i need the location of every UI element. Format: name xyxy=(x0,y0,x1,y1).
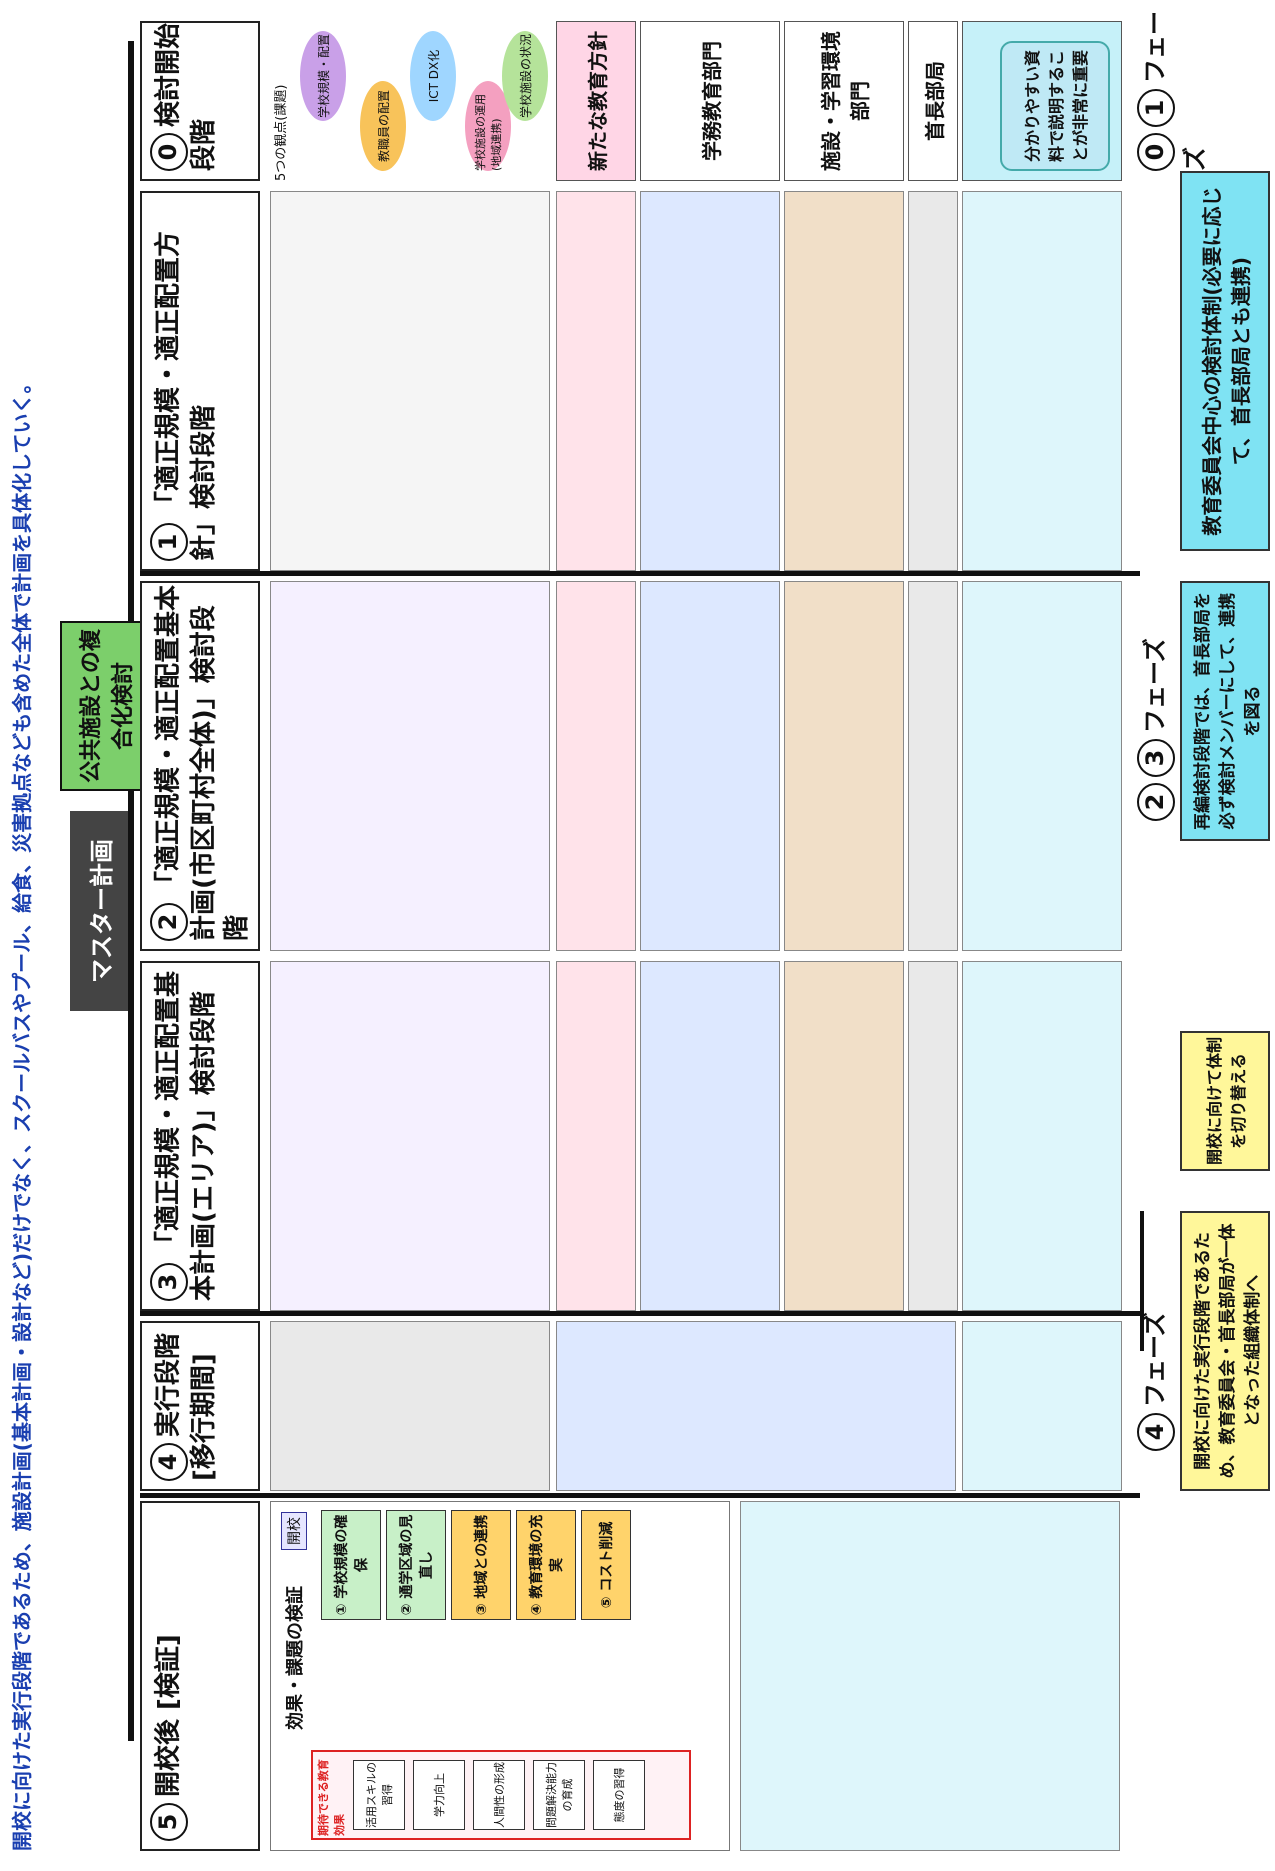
phase-label-4: 4フェーズ xyxy=(1135,1291,1175,1451)
phase-box-23: 再編検討段階では、首長部局を必ず検討メンバーにして、連携を図る xyxy=(1180,581,1270,841)
phase-box-4: 開校に向けた実行段階であるため、教育委員会・首長部局が一体となった組織体制へ xyxy=(1180,1211,1270,1491)
divider-1 xyxy=(140,571,1140,576)
switch-label: 開校に向けて体制を切り替える xyxy=(1180,1031,1270,1171)
master-plan-label: マスター計画 xyxy=(70,811,128,1011)
content-phase1-facility xyxy=(784,191,904,571)
effect-item-3: ③ 地域との連携 xyxy=(451,1510,511,1620)
effect-item-5: ⑤ コスト削減 xyxy=(581,1510,631,1620)
content-phase1-affairs xyxy=(640,191,780,571)
row-label-mayor: 首長部局 xyxy=(908,21,958,181)
content-phase1-top xyxy=(270,191,550,571)
effects-panel: 開校 効果・課題の検証 ① 学校規模の確保 ② 通学区域の見直し ③ 地域との連… xyxy=(270,1501,730,1851)
expected-effect-5: 態度の習得 xyxy=(593,1760,645,1830)
row-label-policy: 新たな教育方針 xyxy=(556,21,636,181)
content-phase3-top xyxy=(270,961,550,1311)
legend-item-5: 学校施設の状況 xyxy=(502,31,548,121)
explain-note: 分かりやすい資料で説明することが非常に重要 xyxy=(1000,41,1110,171)
legend-item-1: 学校規模・配置 xyxy=(300,31,346,121)
legend-title: 5つの観点(課題) xyxy=(270,21,289,181)
row-label-facility: 施設・学習環境部門 xyxy=(784,21,904,181)
content-phase1-mayor xyxy=(908,191,958,571)
expected-effect-4: 問題解決能力の育成 xyxy=(533,1760,585,1830)
master-plan-line xyxy=(128,41,134,1741)
content-phase1-policy xyxy=(556,191,636,571)
content-phase3-consensus xyxy=(962,961,1122,1311)
content-phase2-policy xyxy=(556,581,636,951)
content-phase2-top xyxy=(270,581,550,951)
expected-effect-3: 人間性の形成 xyxy=(473,1760,525,1830)
phase-header-3: 3「適正規模・適正配置基本計画(エリア)」検討段階 xyxy=(140,961,260,1311)
content-phase4-middle xyxy=(556,1321,956,1491)
phase-header-4: 4実行段階[移行期間] xyxy=(140,1321,260,1491)
content-phase5-consensus xyxy=(740,1501,1120,1851)
expected-effects-box: 期待できる教育効果 活用スキルの習得 学力向上 人間性の形成 問題解決能力の育成… xyxy=(311,1750,691,1840)
phase-header-0: 0検討開始段階 xyxy=(140,21,260,181)
content-phase2-mayor xyxy=(908,581,958,951)
legend-item-2: 教職員の配置 xyxy=(360,81,406,171)
phase-label-01: 01フェーズ xyxy=(1135,11,1175,171)
phase-header-1: 1「適正規模・適正配置方針」検討段階 xyxy=(140,191,260,571)
content-phase2-consensus xyxy=(962,581,1122,951)
expected-effect-1: 活用スキルの習得 xyxy=(353,1760,405,1830)
effects-badge: 開校 xyxy=(281,1512,307,1550)
phase-header-2: 2「適正規模・適正配置基本計画(市区町村全体)」検討段階 xyxy=(140,581,260,951)
divider-2 xyxy=(140,1311,1140,1316)
phase-label-23: 23フェーズ xyxy=(1135,621,1175,821)
content-phase2-facility xyxy=(784,581,904,951)
content-phase4-top xyxy=(270,1321,550,1491)
expected-effects-title: 期待できる教育効果 xyxy=(313,1752,349,1838)
effects-title: 効果・課題の検証 xyxy=(281,1586,307,1730)
public-facility-label: 公共施設との複合化検討 xyxy=(60,621,150,791)
header-note: 開校に向けた実行段階であるため、施設計画(基本計画・設計など)だけでなく、スクー… xyxy=(8,31,68,1851)
effect-item-1: ① 学校規模の確保 xyxy=(321,1510,381,1620)
row-label-school-affairs: 学務教育部門 xyxy=(640,21,780,181)
content-phase3-mayor xyxy=(908,961,958,1311)
effect-item-4: ④ 教育環境の充実 xyxy=(516,1510,576,1620)
content-phase3-facility xyxy=(784,961,904,1311)
phase-box-01: 教育委員会中心の検討体制(必要に応じて、首長部局とも連携) xyxy=(1180,171,1270,551)
content-phase3-affairs xyxy=(640,961,780,1311)
divider-3 xyxy=(140,1493,1140,1498)
content-phase1-consensus xyxy=(962,191,1122,571)
expected-effect-2: 学力向上 xyxy=(413,1760,465,1830)
phase-header-5: 5開校後 [検証] xyxy=(140,1501,260,1851)
content-phase4-consensus xyxy=(962,1321,1122,1491)
effect-item-2: ② 通学区域の見直し xyxy=(386,1510,446,1620)
legend-item-3: ICT DX化 xyxy=(410,31,456,121)
content-phase3-policy xyxy=(556,961,636,1311)
content-phase2-affairs xyxy=(640,581,780,951)
left-legend: 5つの観点(課題) 学校規模・配置 教職員の配置 ICT DX化 学校施設の運用… xyxy=(270,21,550,181)
